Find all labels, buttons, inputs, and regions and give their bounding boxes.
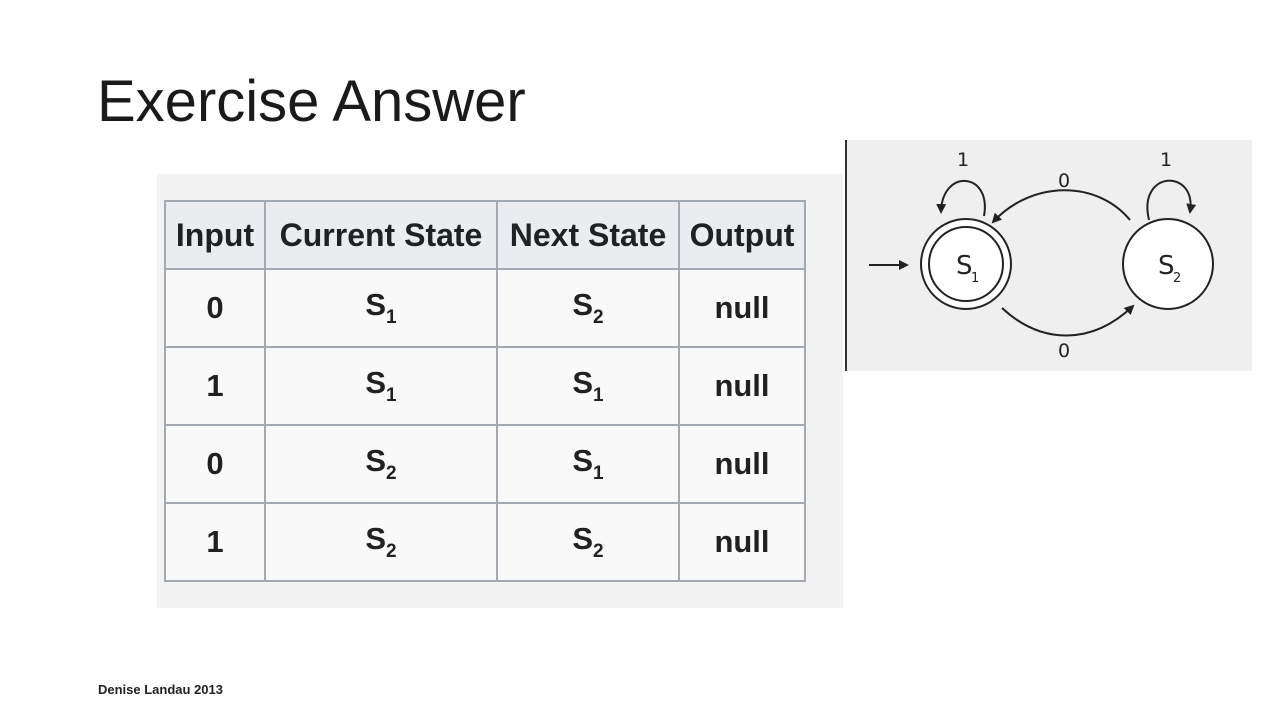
state-table: Input Current State Next State Output 0 …: [164, 200, 806, 582]
state-subscript: 1: [386, 307, 397, 328]
state-s1: S 1: [920, 218, 1012, 310]
state-subscript: 2: [593, 541, 604, 562]
cell-input: 1: [164, 346, 266, 426]
state-s2: S 2: [1122, 218, 1214, 310]
transition-s1-self-loop: [936, 180, 986, 217]
state-diagram: S 1 S 2 1 1 0 0: [869, 149, 1214, 362]
header-input: Input: [164, 200, 266, 270]
header-current-state: Current State: [264, 200, 498, 270]
state-letter: S: [365, 287, 387, 322]
table-row: 1 S2 S2 null: [164, 502, 806, 582]
state-s1-inner-circle: [928, 226, 1004, 302]
transition-s2-self-loop: [1146, 179, 1197, 221]
header-output: Output: [678, 200, 806, 270]
cell-output: null: [678, 424, 806, 504]
transition-s1-self-label: 1: [957, 149, 969, 171]
transition-s2-self-label: 1: [1160, 149, 1172, 171]
transition-s2-to-s1: [991, 189, 1131, 224]
state-letter: S: [572, 287, 594, 322]
transition-s1-to-s2: [1001, 304, 1135, 337]
state-letter: S: [572, 365, 594, 400]
state-letter: S: [572, 521, 594, 556]
cell-current-state: S1: [264, 346, 498, 426]
state-letter: S: [572, 443, 594, 478]
state-s2-circle: [1122, 218, 1214, 310]
state-table-panel: Input Current State Next State Output 0 …: [157, 174, 843, 608]
header-next-state: Next State: [496, 200, 680, 270]
cell-current-state: S2: [264, 502, 498, 582]
cell-output: null: [678, 502, 806, 582]
cell-output: null: [678, 346, 806, 426]
cell-input: 0: [164, 424, 266, 504]
cell-output: null: [678, 268, 806, 348]
cell-next-state: S1: [496, 424, 680, 504]
transition-s1-to-s2-label: 0: [1058, 340, 1070, 362]
state-subscript: 2: [386, 541, 397, 562]
transition-s2-to-s1-label: 0: [1058, 170, 1070, 192]
table-header-row: Input Current State Next State Output: [164, 200, 806, 270]
cell-next-state: S2: [496, 502, 680, 582]
state-letter: S: [365, 443, 387, 478]
table-row: 0 S2 S1 null: [164, 424, 806, 504]
cell-input: 1: [164, 502, 266, 582]
state-s2-label: S: [1158, 251, 1175, 281]
cell-next-state: S2: [496, 268, 680, 348]
footer-credit: Denise Landau 2013: [98, 682, 223, 697]
state-s2-subscript: 2: [1173, 271, 1181, 286]
state-s1-label: S: [956, 251, 973, 281]
state-subscript: 2: [386, 463, 397, 484]
cell-input: 0: [164, 268, 266, 348]
cell-next-state: S1: [496, 346, 680, 426]
state-subscript: 1: [593, 385, 604, 406]
state-subscript: 1: [386, 385, 397, 406]
table-row: 1 S1 S1 null: [164, 346, 806, 426]
state-diagram-panel: S 1 S 2 1 1 0 0: [845, 140, 1252, 371]
state-s1-subscript: 1: [971, 271, 979, 286]
slide-title: Exercise Answer: [97, 69, 526, 134]
state-subscript: 2: [593, 307, 604, 328]
state-letter: S: [365, 521, 387, 556]
table-row: 0 S1 S2 null: [164, 268, 806, 348]
cell-current-state: S1: [264, 268, 498, 348]
state-subscript: 1: [593, 463, 604, 484]
cell-current-state: S2: [264, 424, 498, 504]
state-letter: S: [365, 365, 387, 400]
